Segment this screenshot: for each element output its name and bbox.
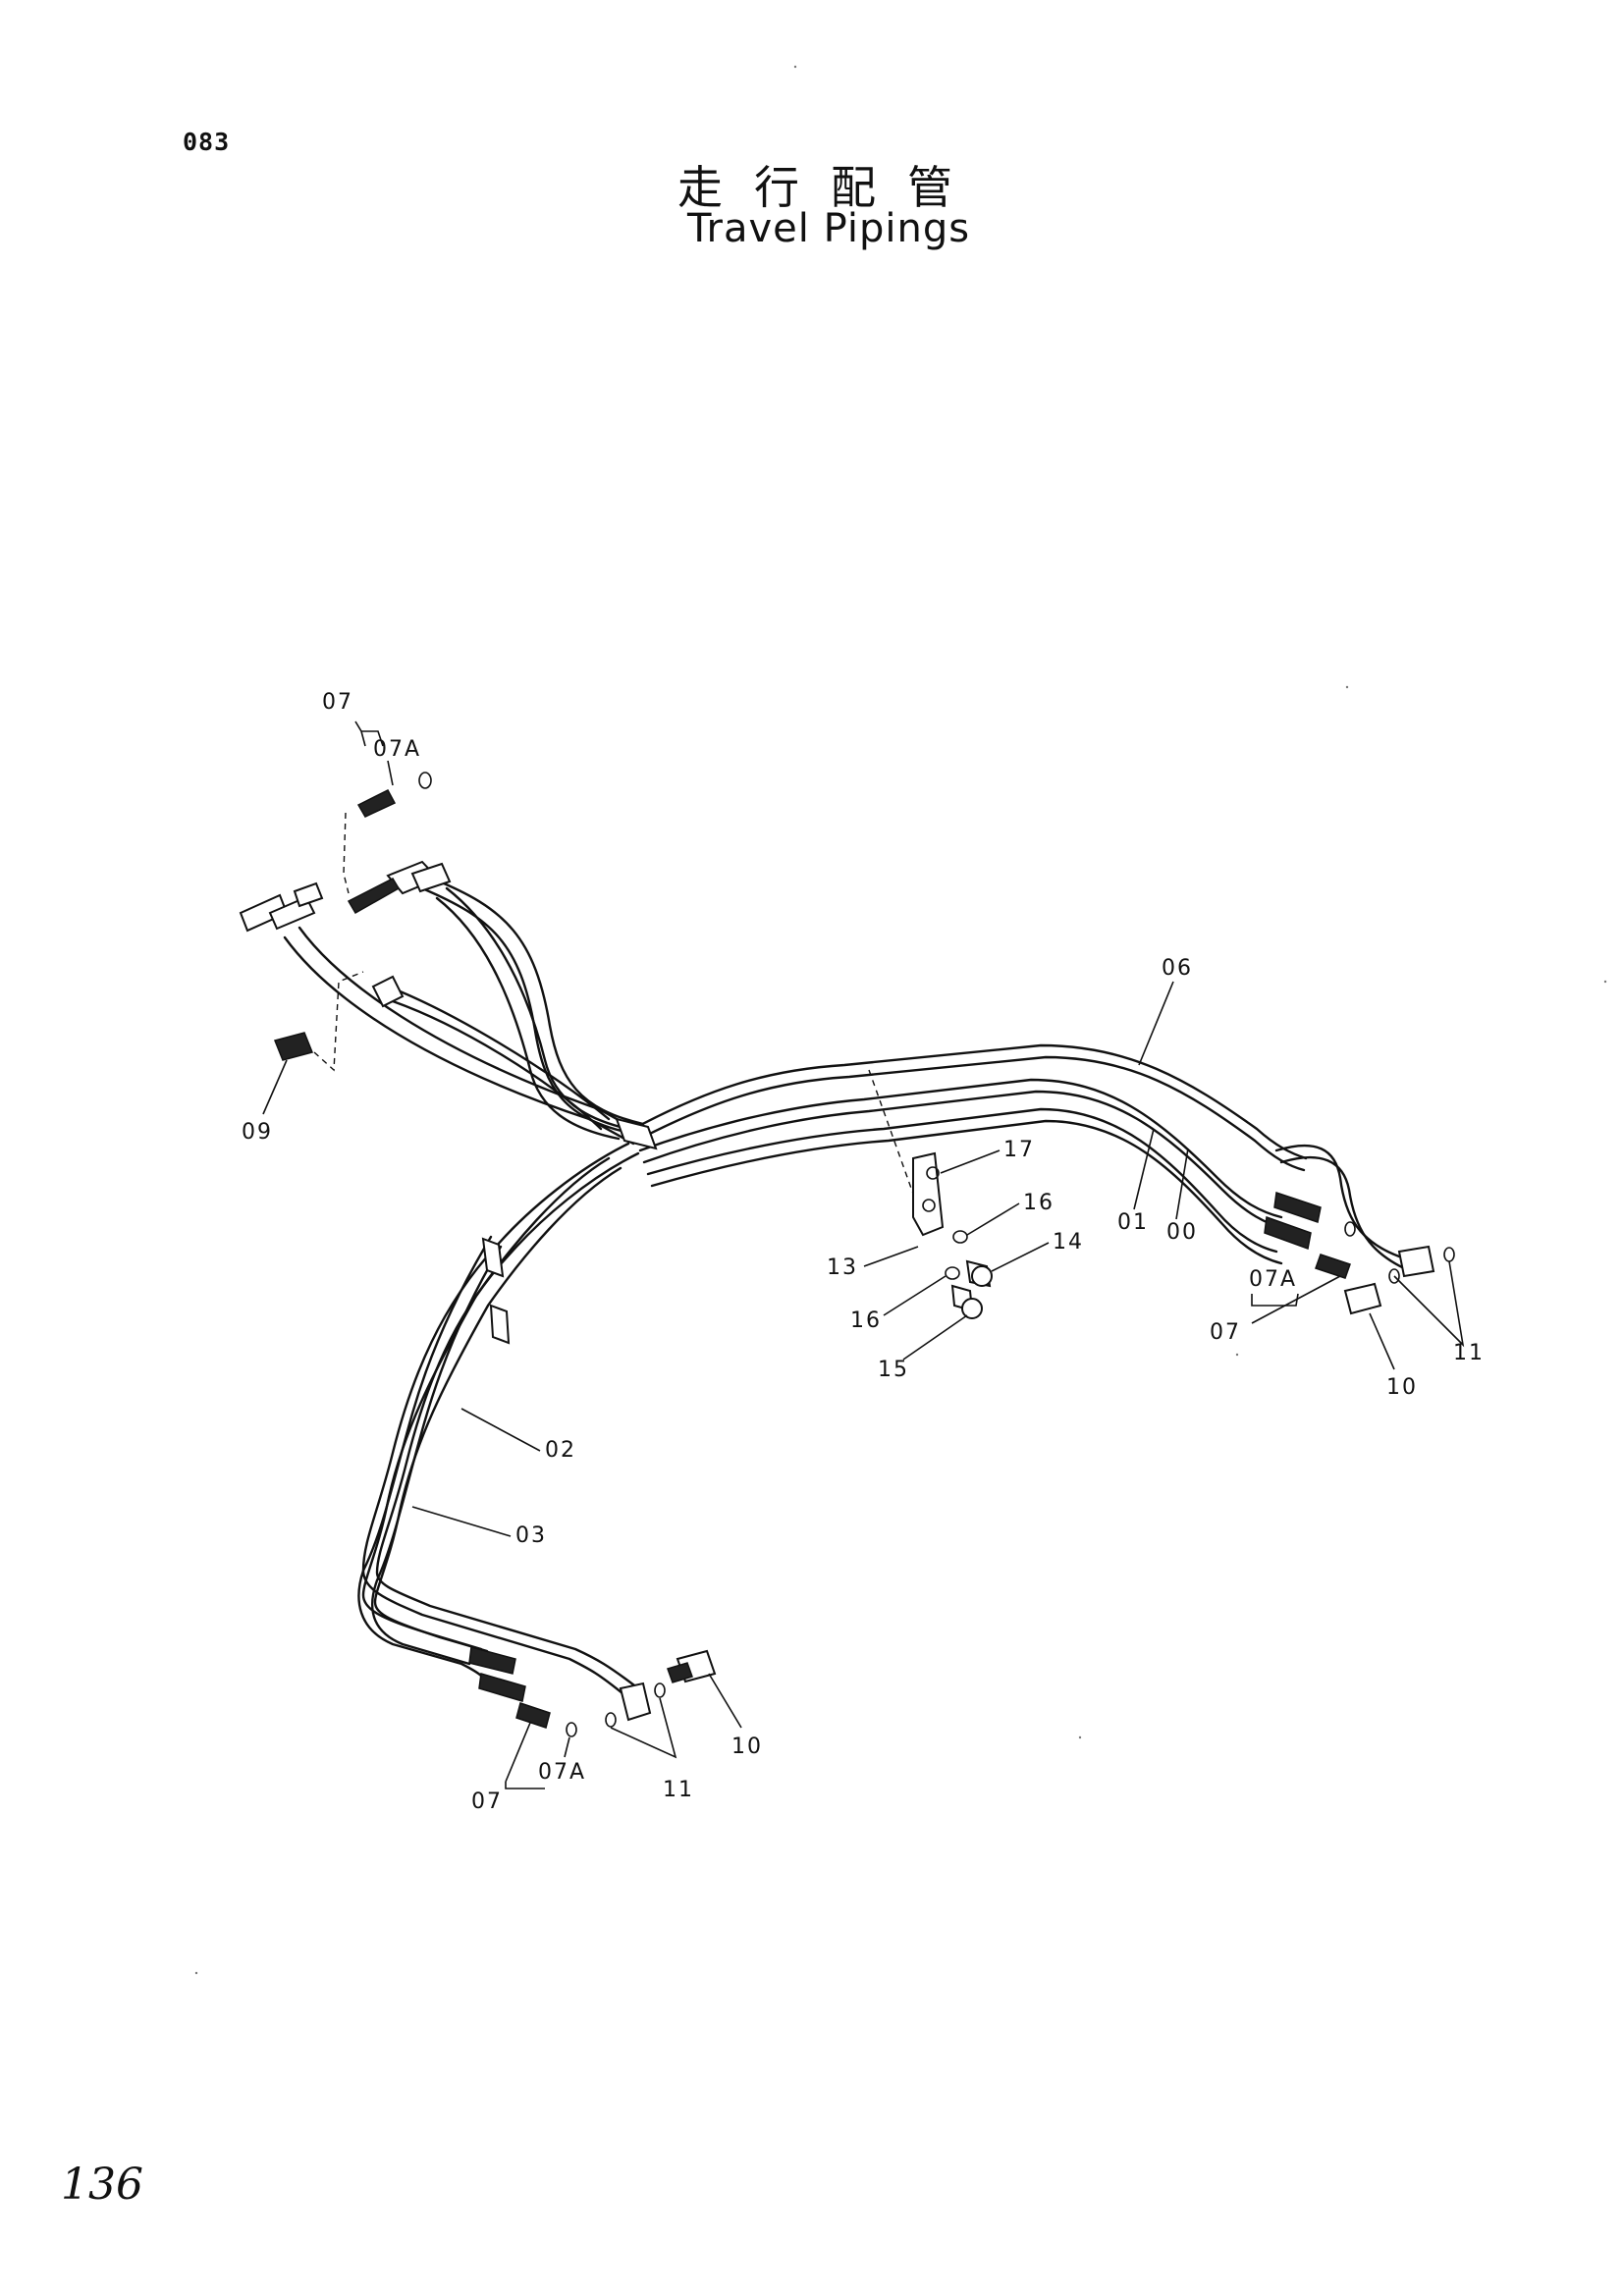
- callout-02: 02: [545, 1438, 576, 1463]
- title-japanese: 走行配管: [677, 161, 984, 214]
- callout-06: 06: [1162, 956, 1193, 981]
- title-english: Travel Pipings: [687, 206, 971, 251]
- callout-13: 13: [827, 1255, 858, 1280]
- callout-16-upper: 16: [1023, 1191, 1055, 1215]
- lower-left-pipe-run: [357, 1142, 640, 1700]
- washer-icon: [945, 1266, 960, 1280]
- clamp-hole-icon: [922, 1199, 936, 1212]
- lower-left-labels: 02 03: [411, 1408, 576, 1548]
- callout-11-bottom: 11: [663, 1778, 694, 1802]
- upper-left-pipe-bundle: [283, 877, 645, 1146]
- bolt-head-icon: [961, 1298, 983, 1319]
- callout-11-right: 11: [1453, 1341, 1485, 1365]
- callout-07a-top: 07A: [373, 737, 421, 762]
- o-ring-icon: [605, 1712, 617, 1728]
- callout-01: 01: [1117, 1210, 1149, 1235]
- callout-17: 17: [1003, 1138, 1035, 1162]
- o-ring-icon: [1344, 1221, 1356, 1237]
- scan-noise: [194, 65, 1607, 1975]
- callout-07-bottom: 07: [471, 1789, 503, 1814]
- o-ring-icon: [566, 1722, 577, 1737]
- right-pipe-run: [631, 1043, 1406, 1270]
- pipe-junction-blocks: [481, 1117, 658, 1345]
- callout-10-right: 10: [1386, 1375, 1418, 1400]
- bolt-head-icon: [971, 1265, 993, 1287]
- page-number: 083: [183, 128, 231, 156]
- right-fitting-group: 06 01 00 07A 07 10 11: [1117, 956, 1485, 1400]
- callout-07-top: 07: [322, 690, 353, 715]
- callout-09: 09: [242, 1120, 273, 1145]
- o-ring-icon: [1388, 1268, 1400, 1284]
- o-ring-icon: [418, 772, 432, 789]
- top-fitting-group: 07 07A: [322, 690, 432, 894]
- fitting-09-group: 09: [242, 971, 364, 1145]
- callout-14: 14: [1053, 1230, 1084, 1255]
- upper-left-fittings: [239, 789, 452, 1008]
- handwritten-page-number: 136: [61, 2160, 143, 2210]
- callout-03: 03: [515, 1523, 547, 1548]
- callout-07a-right: 07A: [1249, 1267, 1297, 1292]
- clamp-group: 17 16 14 13 16 15: [827, 1069, 1084, 1382]
- callout-16-lower: 16: [850, 1308, 882, 1333]
- callout-10-bottom: 10: [731, 1735, 763, 1759]
- washer-icon: [952, 1230, 968, 1244]
- callout-15: 15: [878, 1358, 909, 1382]
- callout-00: 00: [1166, 1220, 1198, 1245]
- clamp-hole-icon: [926, 1166, 940, 1180]
- callout-07a-bottom: 07A: [538, 1760, 586, 1785]
- bottom-fitting-group: 07A 07 11 10: [468, 1646, 763, 1814]
- callout-07-right: 07: [1210, 1320, 1241, 1345]
- o-ring-icon: [1443, 1247, 1455, 1262]
- o-ring-icon: [654, 1682, 666, 1698]
